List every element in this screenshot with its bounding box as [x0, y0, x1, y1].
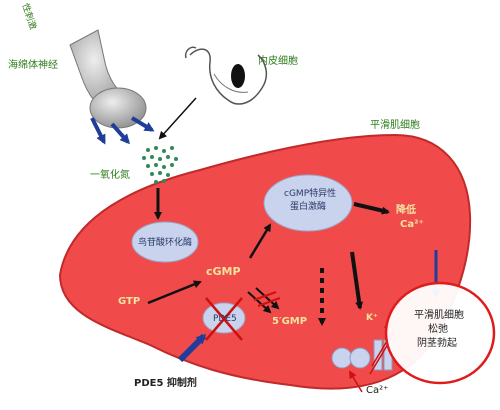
nitric-oxide-dots [142, 146, 178, 184]
endothelial-cell-icon [184, 46, 268, 105]
lower-ca-label-2: Ca²⁺ [400, 219, 424, 230]
ca-bottom-label: Ca²⁺ [366, 385, 389, 396]
five-gmp-label: 5′GMP [272, 316, 308, 327]
cgmp-kinase-label-2: 蛋白激酶 [290, 202, 327, 212]
smooth-muscle-label: 平滑肌细胞 [370, 120, 420, 131]
relax-label-3: 阴茎勃起 [417, 338, 457, 349]
ca-influx-arrow [348, 370, 363, 393]
kinase-to-ca-arrow [353, 202, 390, 215]
relax-label-1: 平滑肌细胞 [414, 310, 464, 321]
nitric-oxide-label: 一氧化氮 [90, 170, 130, 181]
smooth-muscle-cell-body [58, 133, 472, 390]
cgmp-label: cGMP [206, 265, 241, 278]
nerve-label: 海绵体神经 [8, 60, 58, 71]
cross-5gmp-a [253, 291, 277, 301]
inhibitor-label: PDE5 抑制剂 [134, 378, 197, 389]
pde5-cross-b [205, 297, 243, 341]
lower-ca-label-1: 降低 [396, 205, 416, 216]
endothelial-label: 内皮细胞 [258, 56, 298, 67]
kinase-to-k-arrow [350, 251, 364, 310]
k-plus-label: K⁺ [366, 313, 378, 323]
cross-5gmp-b [257, 297, 281, 307]
cgmp-to-5gmp-arrow-a [247, 291, 272, 314]
cgmp-kinase-oval [263, 174, 353, 232]
gtp-label: GTP [118, 296, 141, 307]
gtp-to-cgmp-arrow [147, 280, 202, 305]
pde5-label: PDE5 [213, 314, 237, 324]
cgmp-kinase-label-1: cGMP特异性 [284, 189, 337, 199]
inhibitor-arrow [177, 333, 207, 363]
guanylate-cyclase-label: 鸟苷酸环化酶 [138, 238, 193, 248]
nerve-terminal-icon [69, 29, 147, 129]
nerve-release-arrows [90, 116, 155, 145]
relax-label-2: 松弛 [428, 324, 448, 335]
cgmp-to-5gmp-arrow-b [255, 287, 280, 310]
endothelium-to-no-arrow [158, 97, 197, 140]
cgmp-to-kinase-arrow [248, 223, 272, 259]
guanylate-cyclase-oval [131, 221, 199, 263]
relaxation-circle [384, 281, 496, 385]
